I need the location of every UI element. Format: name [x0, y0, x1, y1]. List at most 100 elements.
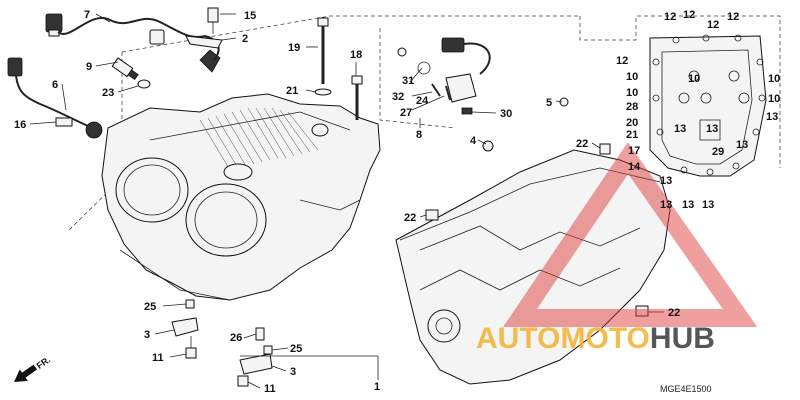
callout-13g: 13 [682, 199, 694, 211]
connector-7-boot [48, 29, 60, 37]
main-bearing-seat-inner [435, 317, 453, 335]
crankcase-lower-rim [399, 167, 661, 241]
sensor-6-assembly [7, 57, 103, 139]
callout-25a: 25 [144, 301, 156, 313]
watermark-part-b: MOTO [560, 322, 649, 355]
callout-10e: 10 [768, 93, 780, 105]
arrow-icon [14, 364, 38, 382]
direction-label: FR. [35, 354, 53, 371]
callout-26: 26 [230, 332, 242, 344]
main-bearing-seat [427, 309, 461, 343]
callout-18: 18 [350, 49, 362, 61]
callout-13f: 13 [660, 199, 672, 211]
callout-13a: 13 [674, 123, 686, 135]
bolt-11b [237, 375, 249, 387]
callout-12e: 12 [616, 55, 628, 67]
callout-labels: 7 15 2 9 6 23 16 19 21 18 31 32 24 27 8 … [14, 9, 780, 395]
pin-24 [431, 83, 441, 97]
callout-5: 5 [546, 97, 552, 109]
sensor-6-body [85, 121, 103, 139]
dowel-4 [482, 140, 494, 152]
callout-10c: 10 [688, 73, 700, 85]
washer-31 [397, 47, 407, 57]
upper-case-hatching [199, 107, 319, 171]
callout-22b: 22 [404, 212, 416, 224]
washer-25b [263, 345, 273, 355]
bracket-3a [171, 317, 199, 337]
leader-lines [29, 13, 664, 389]
callout-3b: 3 [290, 366, 296, 378]
harness-wire-6 [15, 75, 89, 127]
callout-4: 4 [470, 135, 477, 147]
crankcase-upper-ridge [149, 111, 351, 141]
lower-crankcase [395, 97, 671, 385]
crankcase-lower-webs [419, 225, 641, 251]
callout-32: 32 [392, 91, 404, 103]
front-direction-arrow: FR. [14, 354, 53, 382]
bracket-3b [239, 353, 273, 375]
pin-26 [255, 327, 265, 341]
dowel-22b [599, 143, 611, 155]
callout-11b: 11 [264, 383, 276, 395]
callout-11a: 11 [152, 352, 164, 364]
pin-27 [445, 85, 451, 101]
callout-10b: 10 [626, 87, 638, 99]
dowel-22a [425, 209, 439, 221]
bottom-cover-inner [661, 49, 753, 165]
callout-13c: 13 [766, 111, 778, 123]
callout-3a: 3 [144, 329, 150, 341]
harness-wire-7 [57, 17, 206, 38]
callout-12d: 12 [727, 11, 739, 23]
callout-30: 30 [500, 108, 512, 120]
callout-16: 16 [14, 119, 26, 131]
bolt-16 [55, 117, 73, 127]
bottom-cover [649, 34, 767, 177]
diagram-code: MGE4E1500 [660, 384, 712, 394]
watermark-part-a: AUTO [476, 322, 560, 355]
bolt-30 [461, 107, 473, 115]
callout-21b: 21 [626, 129, 638, 141]
sensor-9 [111, 57, 139, 81]
callout-12c: 12 [707, 19, 719, 31]
callout-7: 7 [84, 9, 90, 21]
long-bolt-19 [314, 17, 332, 96]
callout-29: 29 [712, 146, 724, 158]
clip-7 [149, 29, 165, 45]
o-ring-23 [137, 79, 151, 89]
callout-1: 1 [374, 381, 380, 393]
cylinder-bore-2 [185, 183, 267, 257]
frame-top [121, 15, 580, 53]
callout-8: 8 [416, 129, 422, 141]
crankcase-lower-webs-2 [419, 267, 621, 291]
connector-7 [45, 13, 63, 33]
callout-19: 19 [288, 42, 300, 54]
bottom-cover-boss [699, 119, 721, 141]
bolt-11a [185, 347, 197, 359]
frame-right [579, 15, 781, 168]
dowel-22c [635, 305, 649, 317]
watermark-part-c: HUB [650, 322, 715, 355]
bolt-15 [207, 7, 219, 23]
connector-8 [441, 37, 465, 53]
callout-13d: 13 [736, 139, 748, 151]
harness-wire-8 [463, 42, 491, 75]
bracket-3a-assembly [171, 299, 199, 359]
sensor-harness-assembly [45, 7, 223, 89]
o-ring-32 [417, 61, 431, 75]
cylinder-bore-1-inner [123, 164, 181, 216]
callout-13h: 13 [702, 199, 714, 211]
bottom-cover-outline [649, 35, 767, 177]
callout-13b: 13 [706, 123, 718, 135]
callout-12a: 12 [664, 11, 676, 23]
crankcase-lower-edge [119, 249, 231, 301]
callout-21a: 21 [286, 85, 298, 97]
warning-triangle-logo [503, 142, 758, 327]
callout-24: 24 [416, 95, 429, 107]
switch-assembly-8 [397, 37, 491, 115]
callout-27: 27 [400, 107, 412, 119]
callout-22a: 22 [576, 138, 588, 150]
bracket-2 [185, 35, 223, 49]
callout-10a: 10 [626, 71, 638, 83]
